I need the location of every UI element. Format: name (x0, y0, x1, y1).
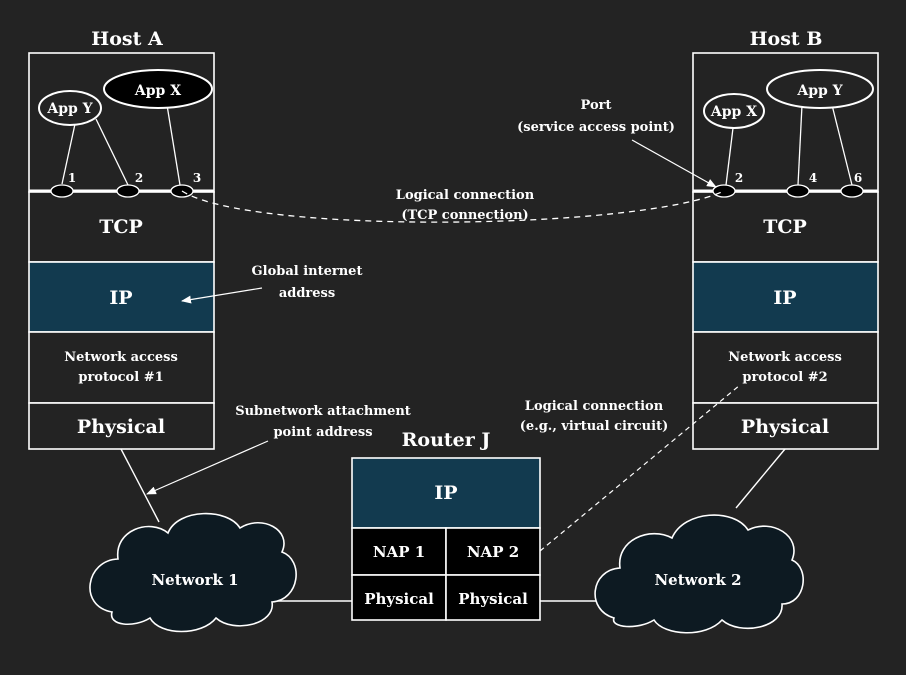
host-a-nap-label-2: protocol #1 (78, 370, 163, 385)
router-ip-label: IP (434, 482, 457, 504)
host-a-ip-label: IP (109, 287, 132, 309)
subnet-annotation-1: Subnetwork attachment (235, 404, 411, 419)
router-physical-right-cell (445, 574, 541, 621)
host-b-app-y-label: App Y (796, 83, 843, 99)
global-address-annotation-2: address (279, 286, 335, 301)
router-title: Router J (402, 429, 491, 451)
router-stack (351, 457, 541, 621)
network-2-label: Network 2 (654, 571, 741, 589)
global-address-annotation-1: Global internet (252, 264, 363, 279)
host-a-port-2-label: 2 (135, 171, 143, 185)
tcp-logical-connection-line (181, 190, 725, 223)
router-nap2-cell (445, 527, 541, 576)
host-b-nap-label-2: protocol #2 (742, 370, 827, 385)
host-b-apps (725, 104, 853, 186)
host-b-port-2 (712, 184, 736, 198)
host-a-physical-label: Physical (77, 416, 165, 438)
host-a-title: Host A (91, 28, 163, 50)
host-a-port-1-label: 1 (68, 171, 76, 185)
router-physical-left-label: Physical (364, 590, 434, 608)
network-links (120, 448, 786, 602)
host-b-physical-label: Physical (741, 416, 829, 438)
host-b-port-6-label: 6 (854, 171, 862, 185)
host-a-app-x-label: App X (134, 83, 181, 99)
virtual-circuit-annotation-1: Logical connection (525, 399, 664, 414)
host-b-app-y (766, 69, 874, 109)
subnet-annotation-2: point address (273, 425, 372, 440)
host-b-title: Host B (750, 28, 823, 50)
host-a-port-1 (50, 184, 74, 198)
global-address-arrow (181, 287, 263, 304)
router-ip-layer (351, 457, 541, 529)
virtual-circuit-line (539, 384, 741, 552)
host-b-app-x-label: App X (710, 104, 757, 120)
host-b-port-4-label: 4 (809, 171, 817, 185)
host-a-port-3-label: 3 (193, 171, 201, 185)
host-b-ip-label: IP (773, 287, 796, 309)
port-annotation-2: (service access point) (517, 120, 675, 135)
host-a-app-x (103, 69, 213, 109)
host-a-nap-layer (28, 331, 215, 404)
host-b-ip-layer (692, 261, 879, 333)
host-a-port-2 (116, 184, 140, 198)
subnet-annotation-arrow (146, 440, 269, 495)
host-a-tcp-layer (28, 191, 215, 263)
host-b-physical-layer (692, 402, 879, 450)
host-b-tcp-layer (692, 191, 879, 263)
port-annotation-arrow (631, 139, 717, 188)
host-b-nap-label-1: Network access (728, 350, 842, 365)
router-physical-right-label: Physical (458, 590, 528, 608)
host-b-port-4 (786, 184, 810, 198)
host-b-nap-layer (692, 331, 879, 404)
virtual-circuit-annotation-2: (e.g., virtual circuit) (520, 419, 668, 434)
host-a-apps (61, 104, 181, 186)
host-b-app-x (703, 93, 765, 129)
network-1-label: Network 1 (151, 571, 238, 589)
network-1-cloud (89, 512, 297, 633)
tcp-connection-label-2: (TCP connection) (401, 208, 528, 223)
host-b-port-6 (840, 184, 864, 198)
router-nap1-label: NAP 1 (373, 543, 425, 561)
host-a-app-y-label: App Y (46, 101, 93, 117)
router-nap2-label: NAP 2 (467, 543, 519, 561)
host-a-nap-label-1: Network access (64, 350, 178, 365)
router-physical-left-cell (351, 574, 447, 621)
network-2-cloud (594, 514, 804, 634)
host-b-port-2-label: 2 (735, 171, 743, 185)
tcp-connection-label-1: Logical connection (396, 188, 535, 203)
host-a-app-y (38, 90, 102, 126)
port-annotation-1: Port (581, 98, 612, 113)
host-b-tcp-label: TCP (763, 216, 807, 238)
host-a-tcp-label: TCP (99, 216, 143, 238)
